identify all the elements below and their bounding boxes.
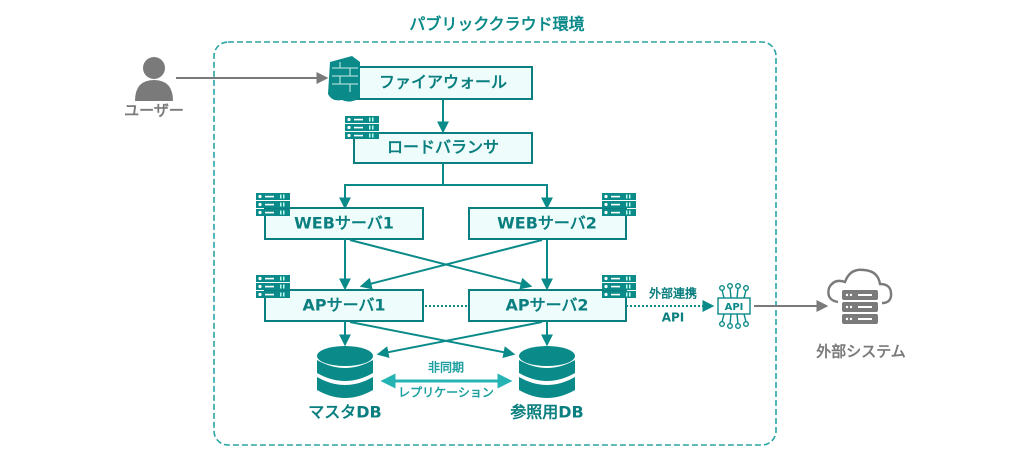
ap2-label: APサーバ2 xyxy=(505,296,588,315)
node-ap1[interactable]: APサーバ1 xyxy=(256,275,424,322)
external-api-label-top: 外部連携 xyxy=(649,286,697,301)
external-api-label-bottom: API xyxy=(662,311,685,325)
replica-db-label: 参照用DB xyxy=(510,403,583,422)
database-icon xyxy=(317,346,373,398)
node-firewall[interactable]: ファイアウォール xyxy=(328,56,533,102)
load-balancer-box xyxy=(353,132,533,164)
node-master-db[interactable]: マスタDB xyxy=(308,346,382,422)
edge-web-ap xyxy=(339,239,553,291)
user-actor: ユーザー xyxy=(124,57,184,120)
firewall-label: ファイアウォール xyxy=(379,73,507,92)
edge-ap-db xyxy=(339,321,553,359)
external-system-label: 外部システム xyxy=(815,343,906,361)
web1-box xyxy=(264,207,424,240)
api-chip-icon xyxy=(717,283,751,330)
master-db-label: マスタDB xyxy=(308,403,381,422)
edge-lb-web xyxy=(339,163,553,210)
user-label: ユーザー xyxy=(124,102,184,120)
node-load-balancer[interactable]: ロードバランサ xyxy=(345,116,533,164)
server-rack-icon xyxy=(256,193,290,216)
database-icon xyxy=(519,346,575,398)
server-rack-icon xyxy=(256,275,290,298)
node-api[interactable]: API xyxy=(717,283,751,330)
node-ap2[interactable]: APサーバ2 xyxy=(468,275,636,322)
server-rack-icon xyxy=(345,116,379,139)
cloud-server-icon xyxy=(827,268,893,324)
boundary-title: パブリッククラウド環境 xyxy=(409,15,584,34)
person-icon xyxy=(135,57,173,101)
ap2-box xyxy=(468,289,627,322)
node-replica-db[interactable]: 参照用DB xyxy=(510,346,584,422)
replication-label-bottom: レプリケーション xyxy=(398,385,494,400)
server-rack-icon xyxy=(602,193,636,216)
replication-label-top: 非同期 xyxy=(428,360,464,375)
ap1-box xyxy=(264,289,424,322)
firewall-icon xyxy=(328,56,360,102)
load-balancer-label: ロードバランサ xyxy=(387,138,499,157)
web1-label: WEBサーバ1 xyxy=(294,214,394,233)
node-web1[interactable]: WEBサーバ1 xyxy=(256,193,424,240)
ap1-label: APサーバ1 xyxy=(302,296,385,315)
node-web2[interactable]: WEBサーバ2 xyxy=(468,193,636,240)
api-label: API xyxy=(725,302,744,313)
external-system: 外部システム xyxy=(815,268,906,361)
web2-box xyxy=(468,207,627,240)
cloud-boundary xyxy=(213,41,777,446)
server-rack-icon xyxy=(602,275,636,298)
web2-label: WEBサーバ2 xyxy=(497,214,597,233)
